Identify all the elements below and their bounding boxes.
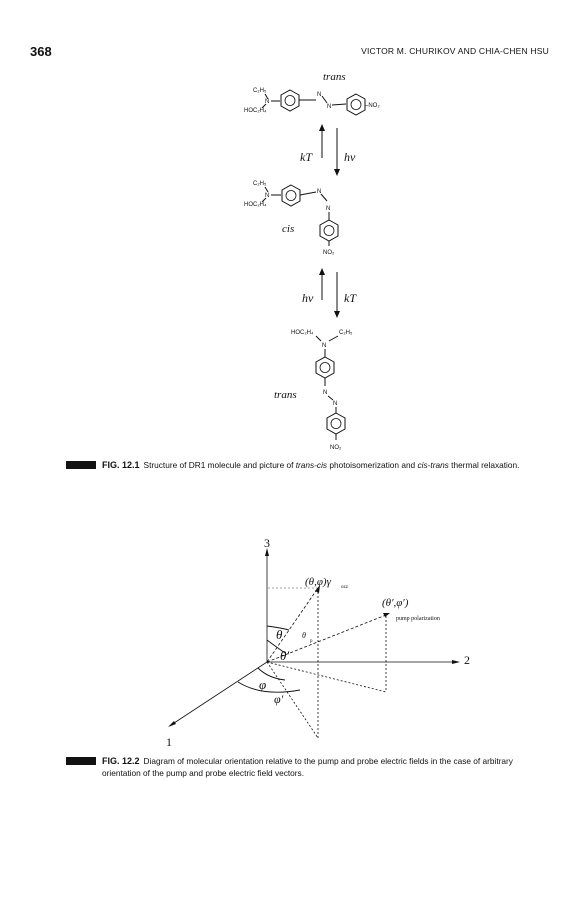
svg-text:HOC₂H₄: HOC₂H₄ xyxy=(291,330,314,336)
theta-label: θ xyxy=(276,627,283,642)
phi-label: φ xyxy=(259,677,266,692)
svg-text:N: N xyxy=(333,401,337,407)
vec-probe-sub: ozz xyxy=(341,585,349,590)
figure-12-1-structures: trans C₂H₅ N HOC₂H₄ N N –NO₂ kT hν C₂H₅ … xyxy=(244,71,380,451)
running-head: VICTOR M. CHURIKOV AND CHIA-CHEN HSU xyxy=(361,46,549,56)
theta-p-label: θ xyxy=(302,631,306,640)
phi-prime-label: φ′ xyxy=(274,692,284,706)
label-cis: cis xyxy=(282,223,294,235)
atom-n: N xyxy=(265,99,269,105)
vec-probe-label: (θ,φ)γ xyxy=(305,576,332,588)
caption-marker-bar-2 xyxy=(66,757,96,765)
svg-text:N: N xyxy=(317,92,321,98)
pump-polarization-label: pump polarization xyxy=(396,616,440,622)
axis-3-label: 3 xyxy=(264,536,270,550)
axis-1-label: 1 xyxy=(166,735,172,749)
caption-tag: FIG. 12.1 xyxy=(102,460,140,470)
caption-tag: FIG. 12.2 xyxy=(102,756,140,766)
svg-text:N: N xyxy=(317,189,321,195)
svg-text:N: N xyxy=(322,343,326,349)
sub-c2h5: C₂H₅ xyxy=(253,88,267,94)
page-number: 368 xyxy=(30,44,52,59)
svg-text:C₂H₅: C₂H₅ xyxy=(339,330,353,336)
label-trans-bottom: trans xyxy=(274,389,297,401)
svg-text:N: N xyxy=(326,206,330,212)
svg-text:NO₂: NO₂ xyxy=(323,250,335,256)
svg-text:N: N xyxy=(327,104,331,110)
caption-marker-bar xyxy=(66,461,96,469)
arrow-kt-down: kT xyxy=(344,291,357,305)
p-sub-label: p xyxy=(310,639,313,644)
svg-text:NO₂: NO₂ xyxy=(330,445,342,451)
arrow-kt-up: kT xyxy=(300,150,313,164)
svg-text:N: N xyxy=(265,193,269,199)
axis-2-label: 2 xyxy=(464,653,470,667)
group-no2: –NO₂ xyxy=(365,103,380,109)
svg-text:C₂H₅: C₂H₅ xyxy=(253,181,267,187)
arrow-hv-down: hν xyxy=(344,150,356,164)
theta-prime-label: θ′ xyxy=(280,648,289,663)
vec-pump-label: (θ′,φ′) xyxy=(382,597,409,609)
label-trans-top: trans xyxy=(323,71,346,83)
sub-hoc2h4: HOC₂H₄ xyxy=(244,108,267,114)
svg-text:HOC₂H₄: HOC₂H₄ xyxy=(244,202,267,208)
arrow-hv-up: hν xyxy=(302,291,314,305)
svg-text:N: N xyxy=(323,390,327,396)
